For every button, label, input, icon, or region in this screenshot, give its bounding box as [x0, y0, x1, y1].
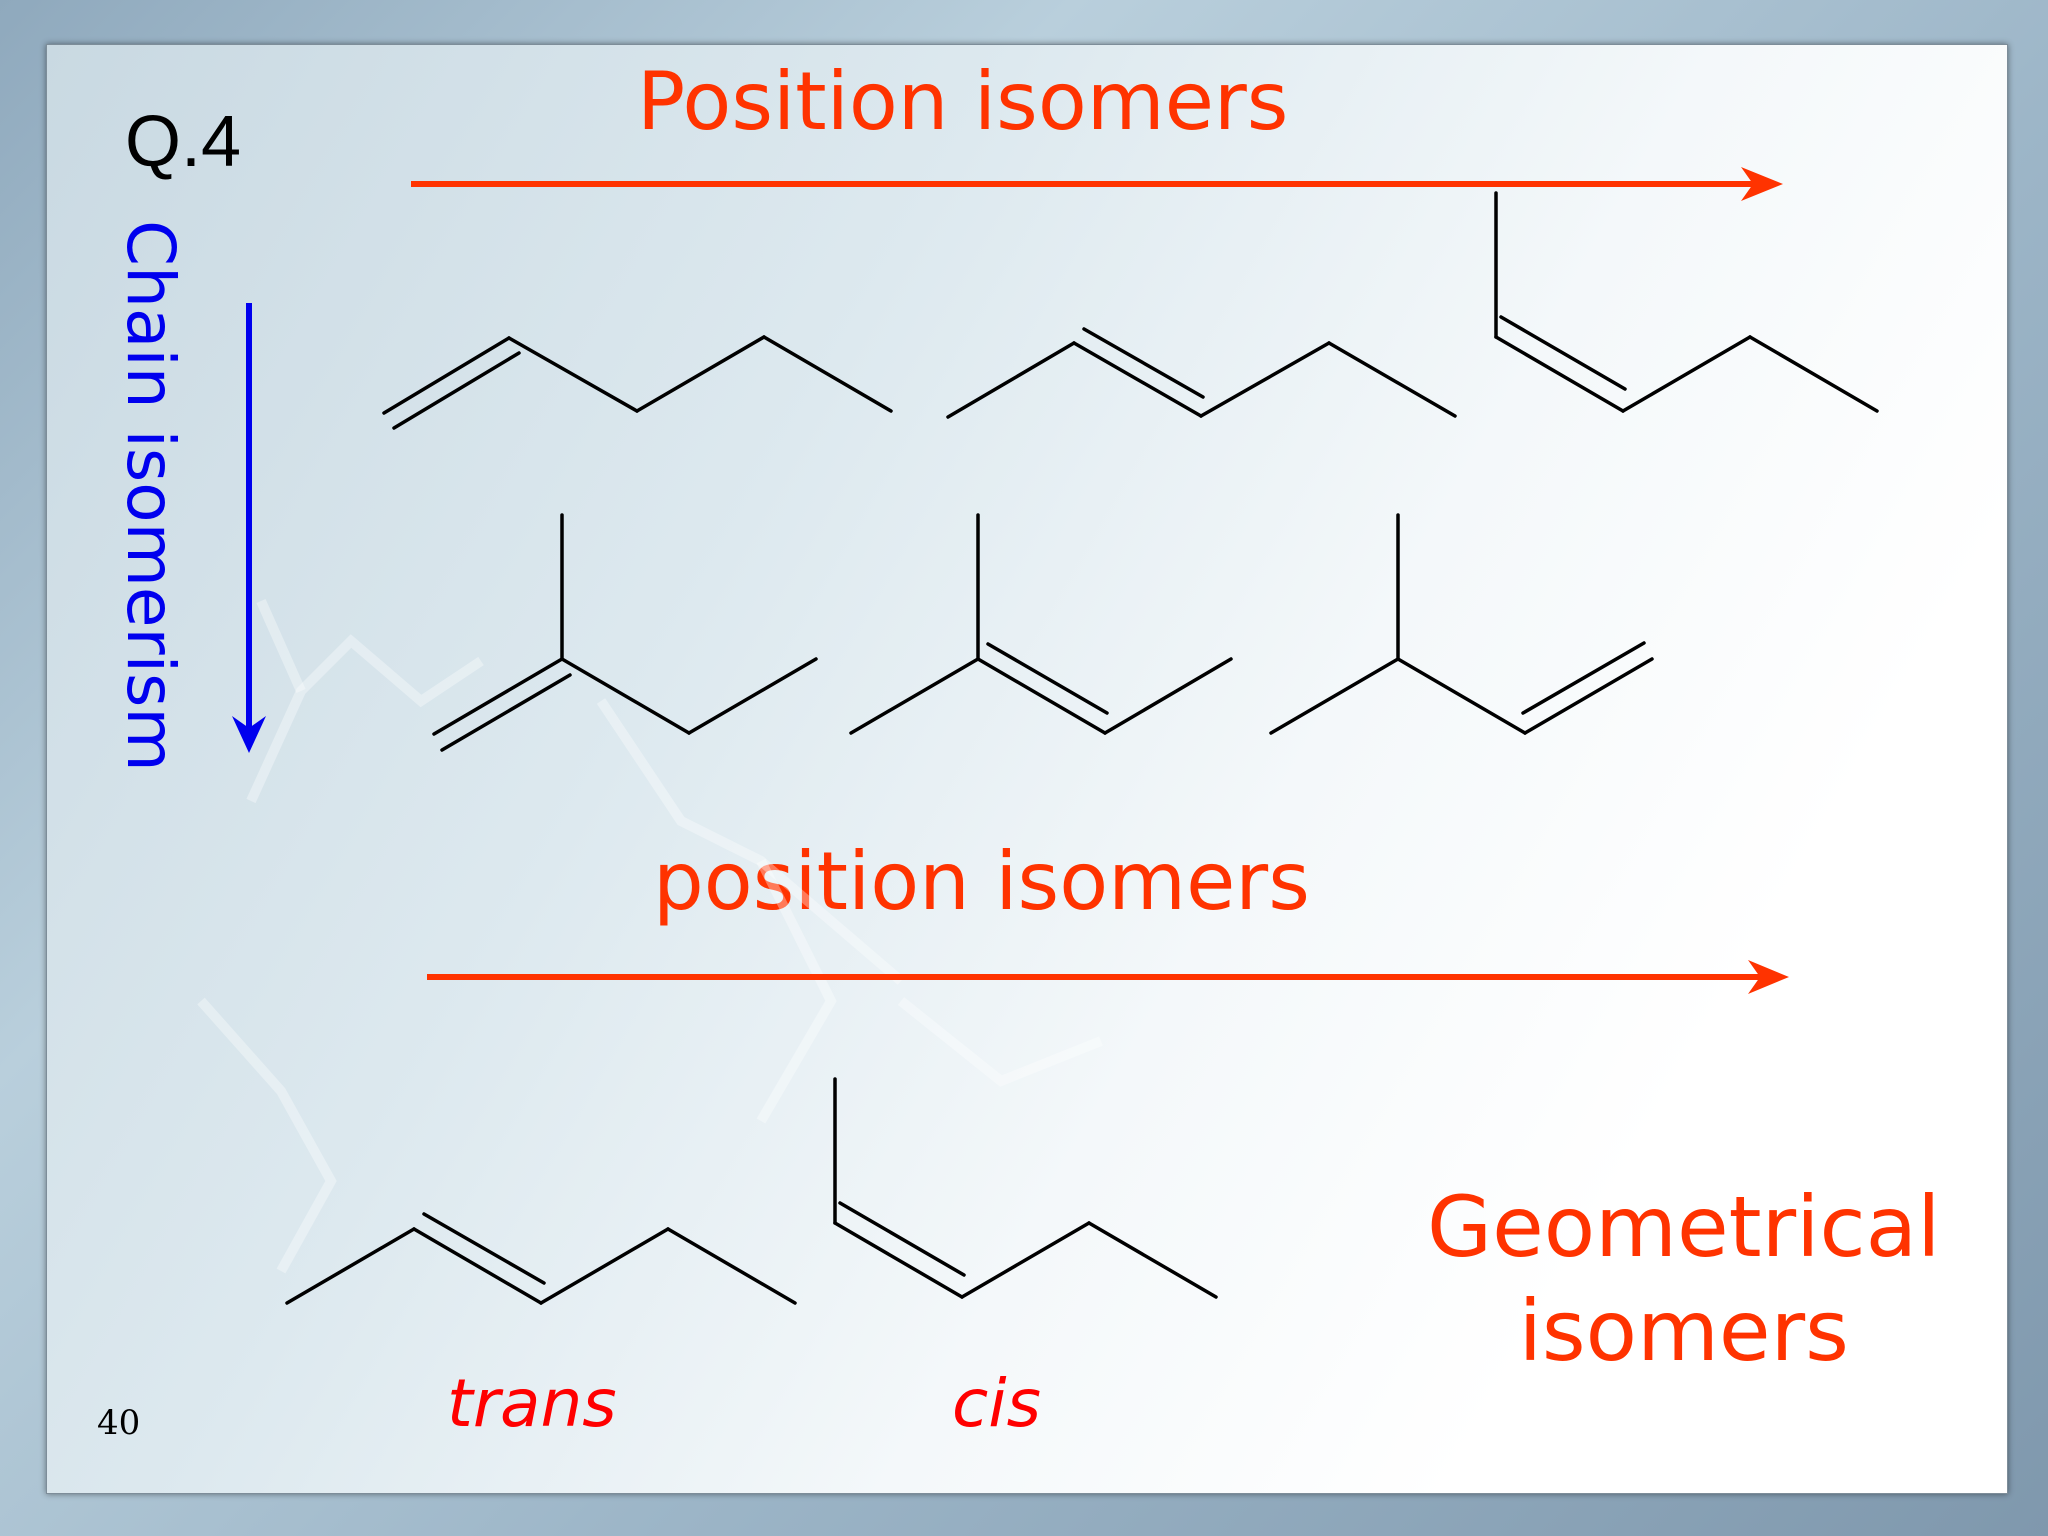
structure-2-methylbut-1-ene	[432, 513, 818, 752]
structure-2-methylbut-2-ene	[849, 513, 1233, 735]
question-label: Q.4	[125, 102, 242, 182]
geometrical-isomers-line1: Geometrical	[1427, 1178, 1941, 1276]
slide: Q.4 Position isomers Chain isomerism pos…	[46, 44, 2008, 1494]
structure-trans-pent-2-ene	[946, 327, 1457, 419]
chain-arrow-down	[232, 303, 266, 753]
structure-pent-1-ene	[382, 335, 893, 430]
cis-label: cis	[952, 1365, 1042, 1442]
position-isomers-heading-top: Position isomers	[637, 55, 1289, 148]
geometrical-isomers-line2: isomers	[1518, 1282, 1849, 1380]
background-molecule-decoration	[197, 598, 1103, 1274]
structure-cis-pent-2-ene	[1494, 191, 1879, 413]
page-number: 40	[97, 1403, 141, 1443]
structure-cis-geometric	[833, 1077, 1218, 1299]
position-arrow-top	[411, 167, 1783, 201]
trans-label: trans	[447, 1365, 617, 1442]
structure-3-methylbut-1-ene	[1269, 513, 1654, 735]
position-arrow-mid	[427, 960, 1789, 994]
structures-canvas	[197, 167, 1879, 1305]
geometrical-isomers-label: Geometrical isomers	[1427, 1175, 1940, 1383]
position-isomers-heading-mid: position isomers	[653, 835, 1310, 928]
structure-trans-geometric	[285, 1212, 797, 1305]
